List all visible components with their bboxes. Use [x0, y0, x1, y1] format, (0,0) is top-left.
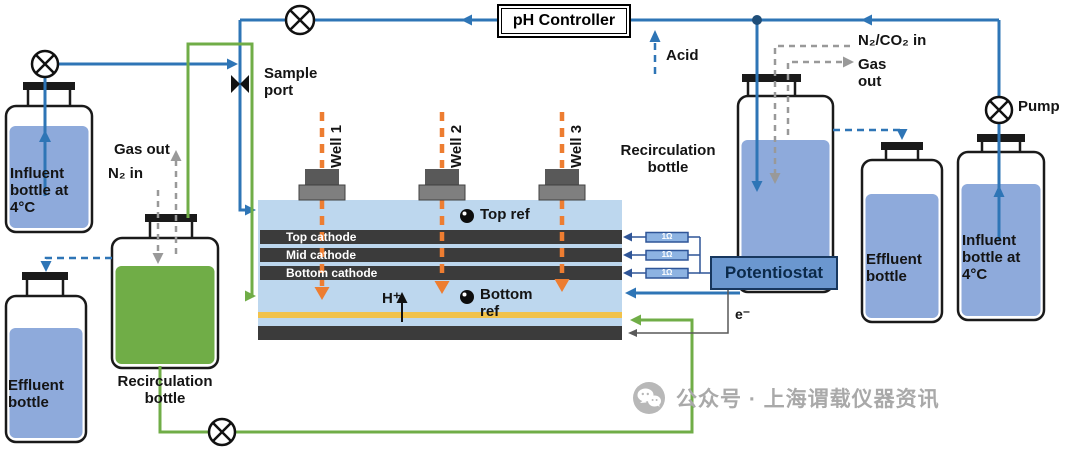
well-3-label: Well 3 — [568, 124, 585, 168]
green-arrowheads — [245, 290, 641, 326]
influent-bottle-left-label: Influent bottle at 4°C — [10, 165, 69, 216]
proton-arrow — [396, 292, 408, 322]
pipe-junction-dot — [752, 15, 762, 25]
sample-port-label: Sample port — [264, 65, 318, 99]
well-arrowheads — [314, 279, 570, 300]
mid-cathode-label: Mid cathode — [286, 248, 357, 262]
effluent-bottle-right — [860, 142, 944, 324]
wechat-icon — [633, 382, 665, 414]
valve-icon-top-center — [284, 4, 316, 36]
gas-lines-gray-dashed — [156, 44, 850, 258]
sample-port-valve-icon — [231, 75, 249, 93]
valve-icon-bottom — [207, 417, 237, 447]
bottom-ref-label: Bottom ref — [480, 286, 533, 320]
top-ref-electrode-icon — [460, 209, 474, 223]
influent-bottle-right-label: Influent bottle at 4°C — [962, 232, 1021, 283]
pump-icon — [984, 95, 1014, 125]
membrane — [258, 312, 622, 318]
gas-out-left-label: Gas out — [114, 141, 170, 158]
resistor-3-label: 1Ω — [661, 268, 673, 277]
well-2-label: Well 2 — [448, 124, 465, 168]
recirculation-bottle-left-label: Recirculation bottle — [117, 373, 213, 407]
valve-icon-top-left — [30, 49, 60, 79]
ph-controller-box: pH Controller — [497, 4, 631, 38]
well-stoppers — [298, 169, 586, 201]
effluent-bottle-right-label: Effluent bottle — [866, 251, 922, 285]
e-minus-label: e⁻ — [735, 306, 751, 322]
h-plus-label: H⁺ — [382, 290, 401, 307]
influent-bottle-right — [956, 134, 1046, 322]
top-cathode-label: Top cathode — [286, 230, 357, 244]
dosing-lines-blue-dashed — [44, 34, 904, 266]
recirculation-bottle-right-label: Recirculation bottle — [620, 142, 716, 176]
gray-arrowheads — [152, 56, 854, 264]
electron-path — [628, 289, 729, 337]
anode-bar — [258, 326, 622, 340]
effluent-bottle-left — [4, 272, 88, 444]
watermark: 公众号 · 上海谓载仪器资讯 — [632, 381, 940, 415]
acid-label: Acid — [666, 47, 699, 64]
resistor-1-label: 1Ω — [661, 232, 673, 241]
effluent-bottle-left-label: Effluent bottle — [8, 377, 64, 411]
bottom-cathode-label: Bottom cathode — [286, 266, 378, 280]
well-sampling-lines — [319, 112, 565, 286]
resistor-1 — [645, 231, 689, 243]
bottom-ref-electrode-icon — [460, 290, 474, 304]
resistors — [645, 231, 689, 279]
recirculation-bottle-right — [736, 74, 835, 294]
resistor-3 — [645, 267, 689, 279]
stopper-well-2 — [418, 169, 466, 201]
top-ref-label: Top ref — [480, 206, 530, 223]
resistor-2 — [645, 249, 689, 261]
recirculation-bottle-left — [110, 214, 220, 370]
blue-dashed-arrowheads — [40, 30, 908, 272]
resistor-arrowheads — [623, 232, 632, 278]
stopper-well-3 — [538, 169, 586, 201]
stopper-well-1 — [298, 169, 346, 201]
potentiostat-box: Potentiostat — [710, 256, 838, 290]
pump-label: Pump — [1018, 98, 1060, 115]
influent-bottle-left — [4, 82, 94, 234]
resistor-2-label: 1Ω — [661, 250, 673, 259]
watermark-text: 公众号 · 上海谓载仪器资讯 — [676, 388, 940, 411]
well-1-label: Well 1 — [328, 124, 345, 168]
ph-controller-label: pH Controller — [501, 8, 627, 34]
n2-in-label: N₂ in — [108, 165, 143, 182]
gas-out-right-label: Gas out — [858, 56, 887, 90]
n2-co2-in-label: N₂/CO₂ in — [858, 32, 927, 49]
